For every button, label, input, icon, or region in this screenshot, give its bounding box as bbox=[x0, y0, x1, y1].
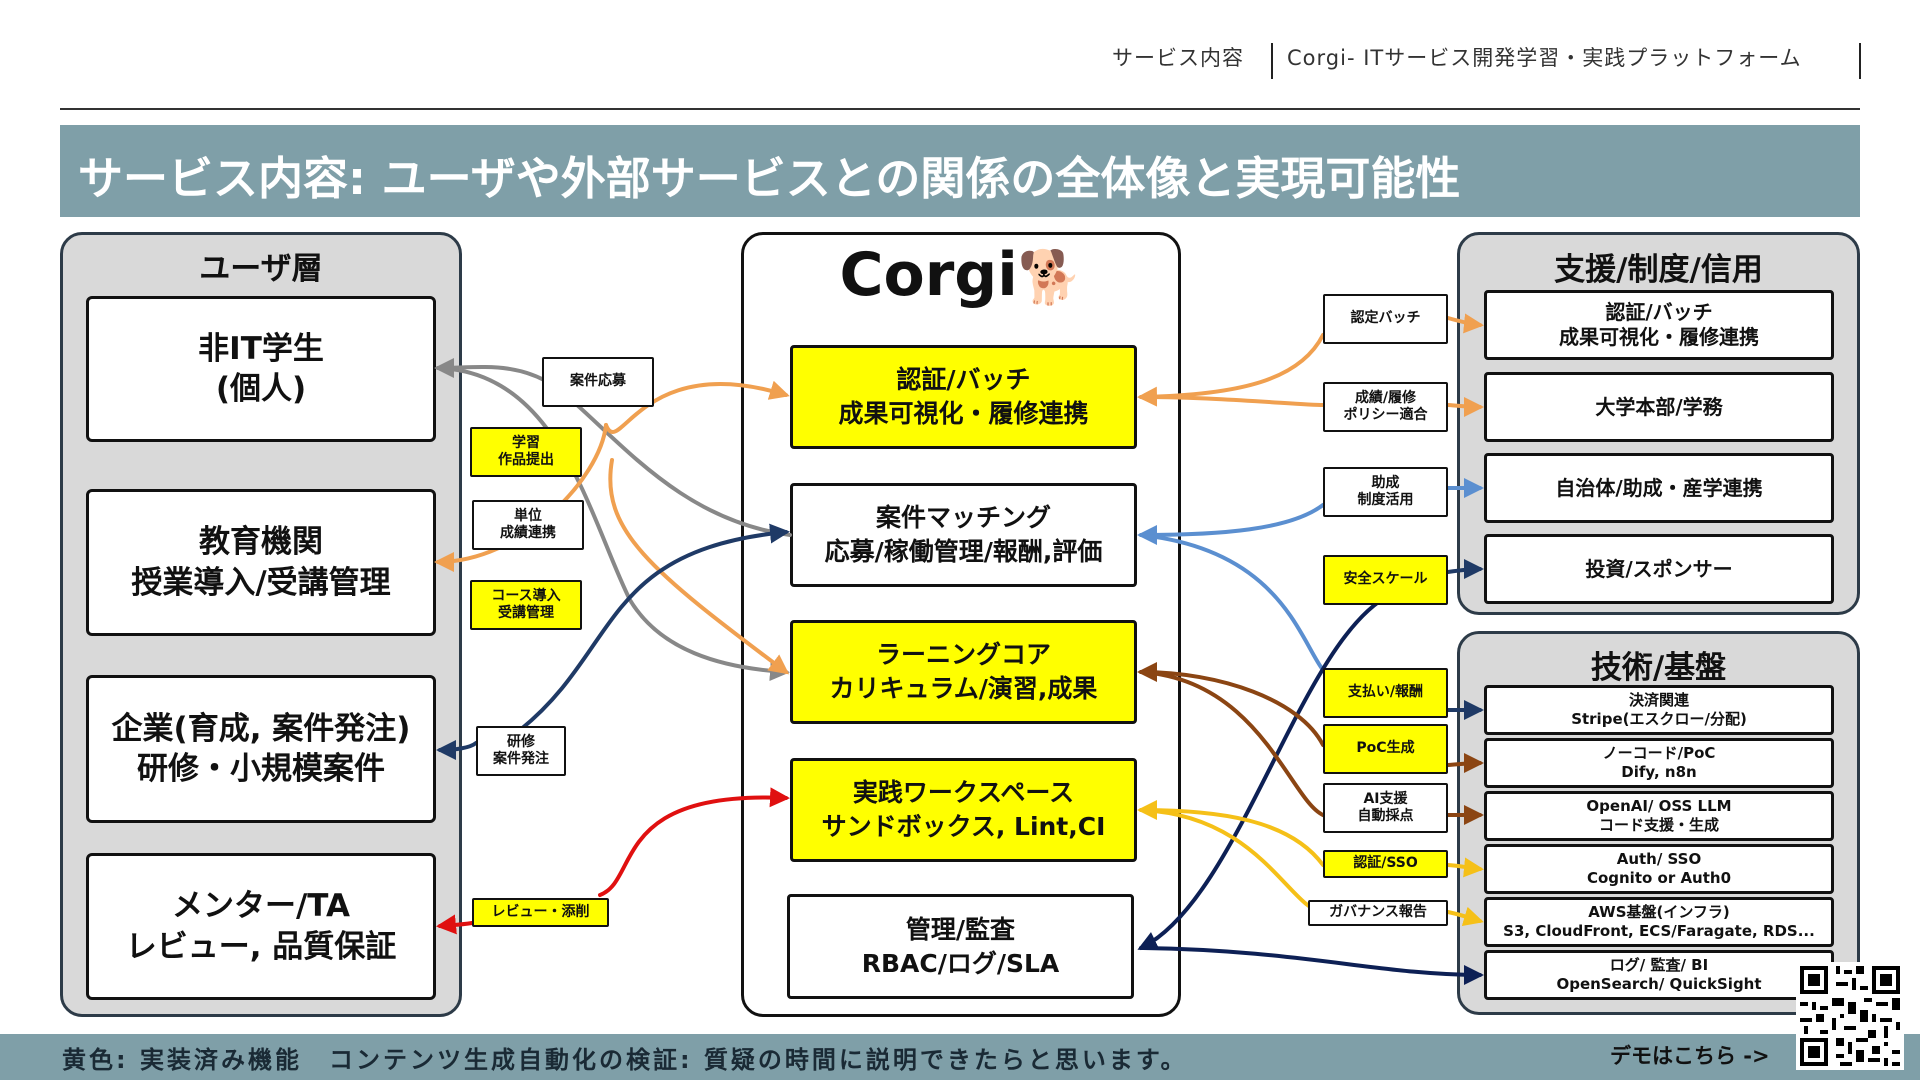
support-box-university: 大学本部/学務 bbox=[1484, 372, 1834, 442]
support-title: 支援/制度/信用 bbox=[1554, 252, 1763, 288]
header-subtitle: Corgi- ITサービス開発学習・実践プラットフォーム bbox=[1287, 46, 1802, 70]
label-credit-link: 単位 成績連携 bbox=[472, 500, 584, 550]
label-safe-scale: 安全スケール bbox=[1323, 555, 1448, 605]
label-ai-support: AI支援 自動採点 bbox=[1323, 783, 1448, 833]
corgi-header: Corgi🐕 bbox=[741, 240, 1181, 310]
corgi-box-workspace: 実践ワークスペース サンドボックス, Lint,CI bbox=[790, 758, 1137, 862]
corgi-box-learning: ラーニングコア カリキュラム/演習,成果 bbox=[790, 620, 1137, 724]
user-layer-title: ユーザ層 bbox=[199, 251, 323, 287]
tech-box-payment: 決済関連 Stripe(エスクロー/分配) bbox=[1484, 685, 1834, 735]
tech-box-logs: ログ/ 監査/ BI OpenSearch/ QuickSight bbox=[1484, 950, 1834, 1000]
label-grade-policy: 成績/履修 ポリシー適合 bbox=[1323, 382, 1448, 432]
header-section: サービス内容 bbox=[1112, 46, 1244, 70]
corgi-box-matching: 案件マッチング 応募/稼働管理/報酬,評価 bbox=[790, 483, 1137, 587]
label-course-intro: コース導入 受講管理 bbox=[470, 580, 582, 630]
label-cert-badge: 認定バッチ bbox=[1323, 294, 1448, 344]
tech-title: 技術/基盤 bbox=[1590, 650, 1727, 686]
label-poc: PoC生成 bbox=[1323, 724, 1448, 774]
label-payment: 支払い/報酬 bbox=[1323, 668, 1448, 718]
tech-box-nocode: ノーコード/PoC Dify, n8n bbox=[1484, 738, 1834, 788]
label-review: レビュー・添削 bbox=[472, 898, 609, 927]
corgi-box-admin: 管理/監査 RBAC/ログ/SLA bbox=[787, 894, 1134, 999]
tech-box-llm: OpenAI/ OSS LLM コード支援・生成 bbox=[1484, 791, 1834, 841]
demo-link[interactable]: デモはこちら -> bbox=[1610, 1044, 1770, 1068]
user-box-company: 企業(育成, 案件発注) 研修・小規模案件 bbox=[86, 675, 436, 823]
label-subsidy: 助成 制度活用 bbox=[1323, 467, 1448, 517]
label-training-order: 研修 案件発注 bbox=[476, 726, 566, 776]
corgi-name: Corgi bbox=[839, 240, 1018, 310]
corgi-box-cert: 認証/バッチ 成果可視化・履修連携 bbox=[790, 345, 1137, 449]
footer-bar bbox=[0, 1034, 1920, 1080]
user-box-mentor: メンター/TA レビュー, 品質保証 bbox=[86, 853, 436, 1000]
support-box-cert: 認証/バッチ 成果可視化・履修連携 bbox=[1484, 290, 1834, 360]
header-rule bbox=[60, 108, 1860, 110]
user-box-education: 教育機関 授業導入/受講管理 bbox=[86, 489, 436, 636]
label-learning-submit: 学習 作品提出 bbox=[470, 427, 582, 477]
footer-note: 黄色: 実装済み機能 コンテンツ生成自動化の検証: 質疑の時間に説明できたらと思… bbox=[62, 1046, 1188, 1074]
page-title: サービス内容: ユーザや外部サービスとの関係の全体像と実現可能性 bbox=[78, 152, 1461, 205]
header-separator-end bbox=[1859, 43, 1861, 79]
qr-code-icon[interactable] bbox=[1796, 962, 1904, 1070]
label-governance: ガバナンス報告 bbox=[1308, 900, 1448, 926]
title-bar bbox=[60, 125, 1860, 217]
support-box-investment: 投資/スポンサー bbox=[1484, 534, 1834, 604]
tech-box-aws: AWS基盤(インフラ) S3, CloudFront, ECS/Faragate… bbox=[1484, 897, 1834, 947]
label-auth-sso: 認証/SSO bbox=[1323, 850, 1448, 878]
tech-box-auth: Auth/ SSO Cognito or Auth0 bbox=[1484, 844, 1834, 894]
user-box-student: 非IT学生 (個人) bbox=[86, 296, 436, 442]
label-project-apply: 案件応募 bbox=[542, 357, 654, 407]
dog-icon: 🐕 bbox=[1017, 248, 1083, 308]
support-box-government: 自治体/助成・産学連携 bbox=[1484, 453, 1834, 523]
header-separator bbox=[1271, 43, 1273, 79]
